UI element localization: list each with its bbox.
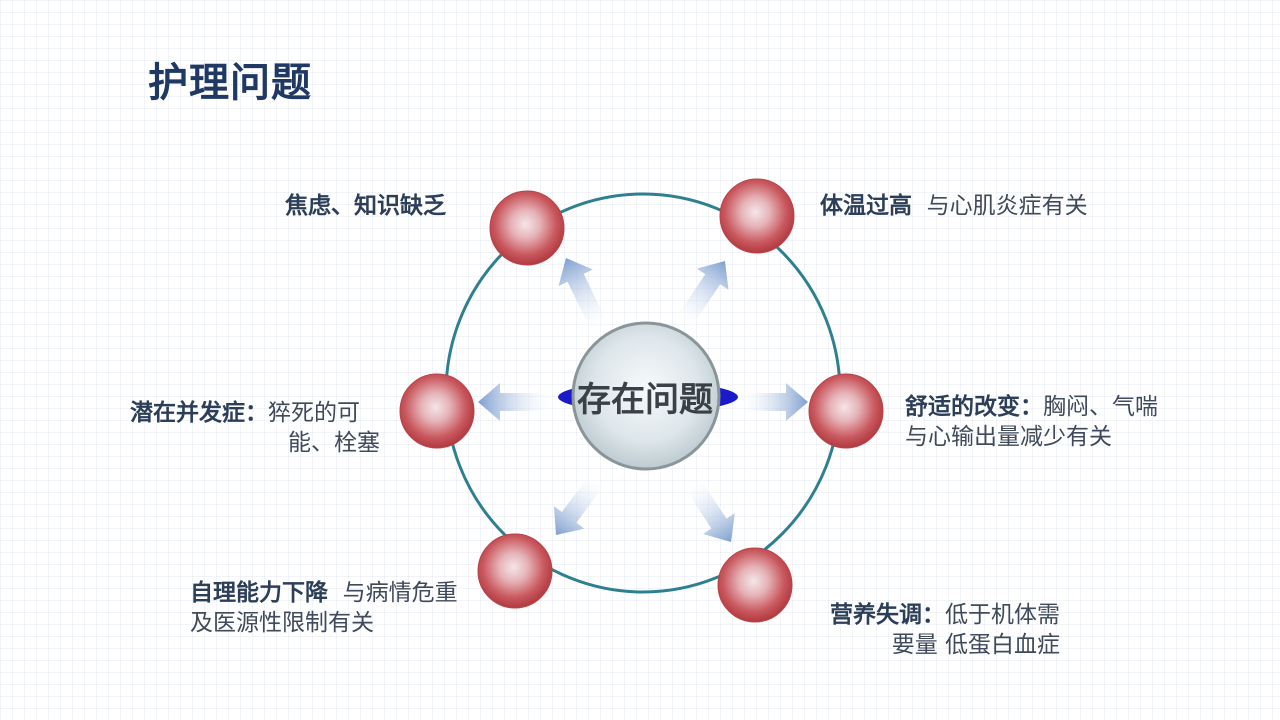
node-nutrition: [717, 547, 793, 623]
arrow-anxiety: [558, 257, 608, 330]
label-complication: 潜在并发症：猝死的可 能、栓塞: [130, 398, 410, 458]
node-comfort: [808, 373, 884, 449]
node-anxiety: [489, 190, 565, 266]
arrow-selfcare: [553, 474, 605, 536]
node-selfcare: [477, 533, 553, 609]
label-fever: 体温过高 与心肌炎症有关: [820, 191, 1088, 221]
label-anxiety: 焦虑、知识缺乏: [285, 191, 446, 221]
arrow-fever: [676, 260, 729, 328]
label-selfcare-detail: 与病情危重及医源性限制有关: [190, 580, 458, 636]
arrow-comfort: [742, 383, 808, 421]
label-nutrition-detail: 低于机体需: [945, 602, 1060, 628]
label-fever-head: 体温过高: [820, 193, 912, 219]
center-label: 存在问题: [577, 380, 713, 420]
label-selfcare-head: 自理能力下降: [190, 580, 328, 606]
label-selfcare: 自理能力下降 与病情危重及医源性限制有关: [190, 578, 460, 638]
arrow-complication: [478, 383, 550, 421]
label-comfort-detail: 胸闷、气喘 与心输出量减少有关: [905, 394, 1158, 450]
label-fever-detail: 与心肌炎症有关: [926, 193, 1088, 219]
label-comfort: 舒适的改变：胸闷、气喘 与心输出量减少有关: [905, 392, 1165, 452]
label-nutrition: 营养失调：低于机体需 要量 低蛋白血症: [815, 600, 1060, 660]
label-nutrition-detail-2: 要量 低蛋白血症: [891, 632, 1060, 658]
arrow-nutrition: [685, 479, 735, 542]
label-nutrition-head: 营养失调：: [830, 602, 945, 628]
node-fever: [719, 178, 795, 254]
label-complication-detail: 猝死的可: [268, 400, 360, 426]
label-comfort-head: 舒适的改变：: [905, 394, 1043, 420]
node-complication: [399, 373, 475, 449]
center-circle: [571, 321, 721, 471]
page-title: 护理问题: [148, 60, 312, 106]
label-complication-detail-2: 能、栓塞: [288, 430, 380, 456]
label-complication-head: 潜在并发症：: [130, 400, 268, 426]
label-anxiety-head: 焦虑、知识缺乏: [285, 193, 446, 219]
